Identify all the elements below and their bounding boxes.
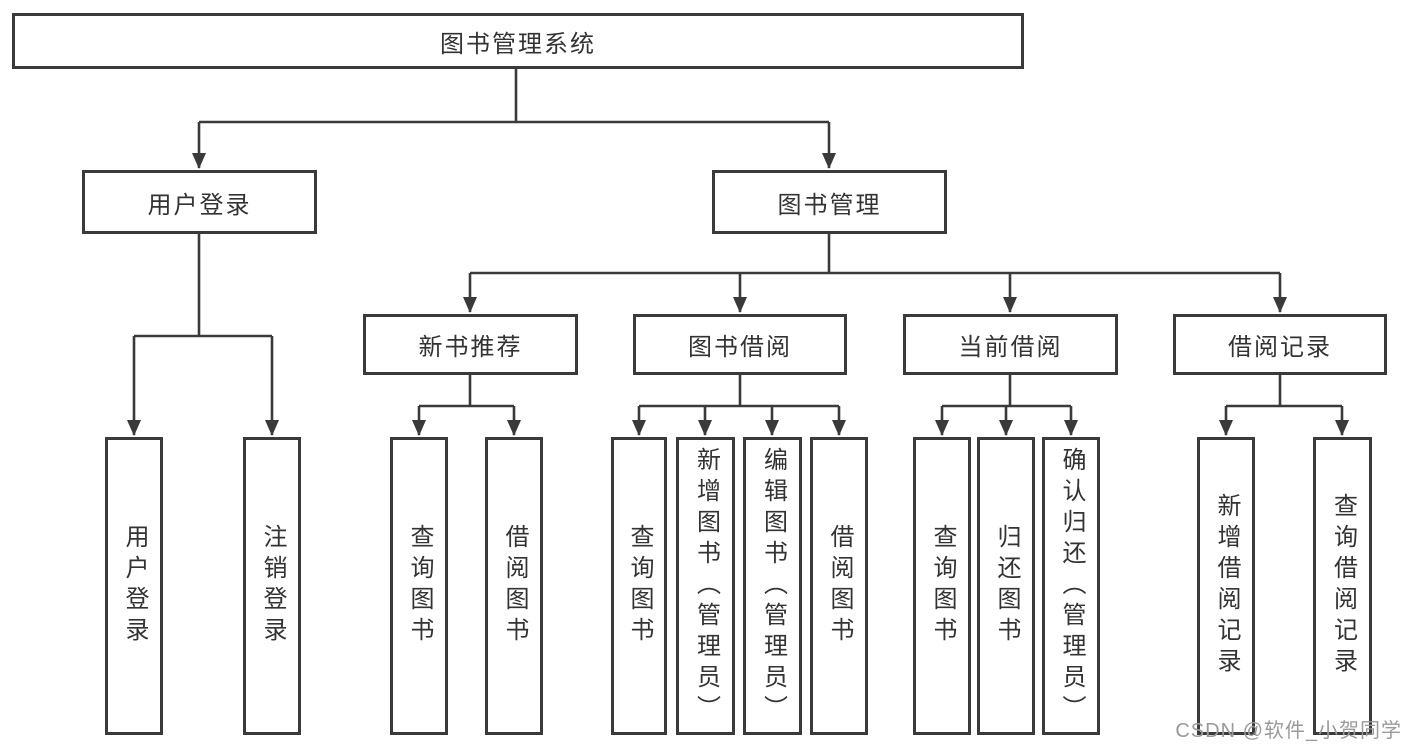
node-label: 借阅记录 bbox=[1228, 334, 1332, 361]
node-label: 用户登录 bbox=[121, 524, 148, 648]
node-leaf-add-books-admin: 新增图书（管理员） bbox=[676, 437, 735, 735]
node-label: 图书管理系统 bbox=[440, 30, 596, 58]
node-label: 注销登录 bbox=[259, 524, 286, 648]
node-root-library-system: 图书管理系统 bbox=[12, 13, 1024, 69]
node-leaf-borrow-books-recommend: 借阅图书 bbox=[485, 437, 543, 735]
node-leaf-user-login: 用户登录 bbox=[105, 437, 163, 735]
node-label: 编辑图书（管理员） bbox=[759, 446, 787, 726]
node-leaf-confirm-return-admin: 确认归还（管理员） bbox=[1042, 437, 1100, 735]
node-module-new-book-recommend: 新书推荐 bbox=[363, 314, 578, 375]
node-leaf-add-borrow-record: 新增借阅记录 bbox=[1197, 437, 1255, 735]
node-leaf-query-books-current: 查询图书 bbox=[913, 437, 971, 735]
node-leaf-query-borrow-record: 查询借阅记录 bbox=[1313, 437, 1372, 735]
node-label: 图书借阅 bbox=[688, 334, 792, 361]
node-label: 新增借阅记录 bbox=[1213, 493, 1240, 679]
node-module-current-borrow: 当前借阅 bbox=[903, 314, 1118, 375]
node-leaf-logout: 注销登录 bbox=[243, 437, 301, 735]
node-leaf-query-books-recommend: 查询图书 bbox=[390, 437, 448, 735]
node-label: 查询借阅记录 bbox=[1329, 493, 1357, 679]
node-label: 图书管理 bbox=[777, 191, 882, 219]
csdn-watermark: CSDN @软件_小贺同学 bbox=[1175, 720, 1402, 742]
node-branch-book-management: 图书管理 bbox=[712, 170, 947, 234]
node-leaf-borrow-books: 借阅图书 bbox=[810, 437, 868, 735]
node-label: 借阅图书 bbox=[826, 524, 853, 648]
node-label: 借阅图书 bbox=[501, 524, 528, 648]
node-leaf-query-books-borrow: 查询图书 bbox=[611, 437, 667, 735]
node-label: 查询图书 bbox=[929, 524, 956, 648]
node-module-borrow-records: 借阅记录 bbox=[1173, 314, 1387, 375]
node-branch-user-login: 用户登录 bbox=[82, 170, 317, 234]
node-label: 查询图书 bbox=[626, 524, 653, 648]
node-leaf-edit-books-admin: 编辑图书（管理员） bbox=[743, 437, 802, 735]
node-label: 归还图书 bbox=[993, 524, 1020, 648]
node-label: 新增图书（管理员） bbox=[692, 446, 720, 726]
node-module-book-borrow: 图书借阅 bbox=[633, 314, 847, 375]
node-label: 新书推荐 bbox=[418, 334, 523, 361]
node-label: 查询图书 bbox=[406, 524, 433, 648]
node-label: 确认归还（管理员） bbox=[1058, 446, 1085, 726]
node-leaf-return-books: 归还图书 bbox=[977, 437, 1035, 735]
node-label: 用户登录 bbox=[147, 191, 252, 219]
node-label: 当前借阅 bbox=[958, 334, 1063, 361]
